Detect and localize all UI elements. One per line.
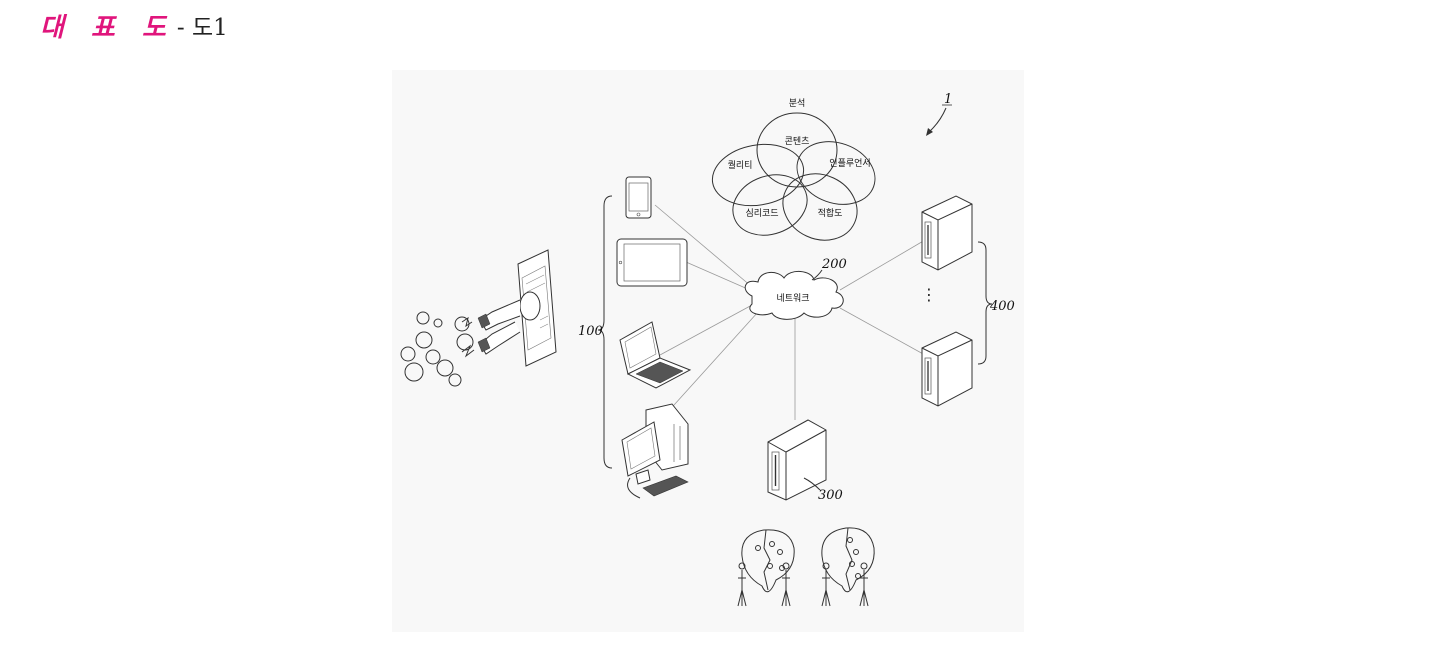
laptop-icon <box>620 322 690 388</box>
venn-label-content: 콘텐츠 <box>785 136 810 147</box>
device-group-bracket: 100 <box>578 196 612 468</box>
desktop-computer-icon <box>622 404 688 498</box>
devices-ref-number: 100 <box>578 324 603 339</box>
network-cloud: 네트워크 200 <box>745 257 847 319</box>
network-label: 네트워크 <box>776 293 809 304</box>
ellipsis-label: ⋮ <box>921 285 937 304</box>
venn-label-influencer: 인플루언서 <box>829 157 870 169</box>
system-reference: 1 <box>926 92 952 136</box>
magnet-attraction-illustration <box>401 250 556 386</box>
servers-ref-number: 400 <box>989 299 1015 314</box>
smartphone-icon <box>626 177 651 218</box>
venn-label-analysis: 분석 <box>789 98 806 109</box>
server-ref-number: 300 <box>818 488 843 503</box>
venn-diagram: 분석 콘텐츠 퀄리티 인플루언서 심리코드 적합도 <box>707 98 883 252</box>
people-illustration <box>738 528 874 606</box>
server-group-400-icon: ⋮ 400 <box>921 196 1015 406</box>
network-ref-number: 200 <box>821 257 847 272</box>
venn-label-fitness: 적합도 <box>818 207 843 219</box>
venn-label-quality: 퀄리티 <box>728 160 753 171</box>
tablet-icon <box>617 239 687 286</box>
venn-label-psychocode: 심리코드 <box>745 208 778 219</box>
server-300-icon: 300 <box>768 420 843 503</box>
